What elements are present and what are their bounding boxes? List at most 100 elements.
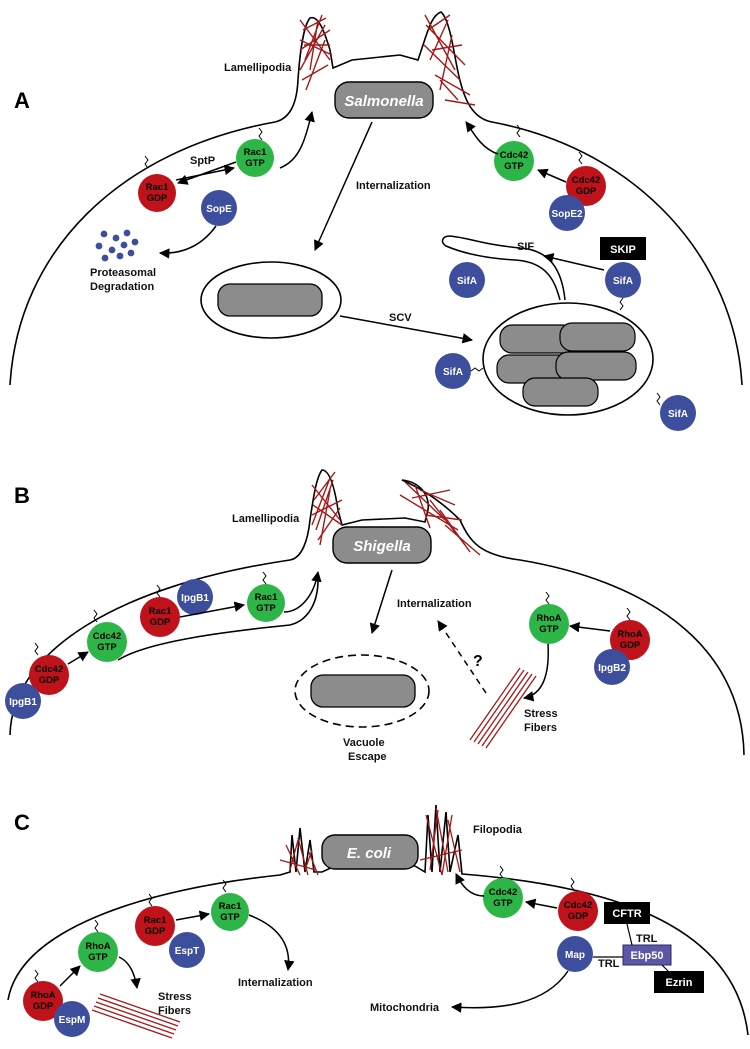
panel-a-lamellipodia-actin-left: [299, 14, 333, 91]
svg-text:GTP: GTP: [220, 912, 240, 923]
arrow-to-scv: [339, 315, 474, 344]
panel-a-membrane: [9, 11, 743, 386]
svg-text:SifA: SifA: [457, 276, 477, 287]
tether: [578, 151, 583, 165]
panel-b-rhoa-gdp: RhoA GDP: [610, 620, 650, 660]
tether: [93, 609, 98, 623]
svg-text:IpgB1: IpgB1: [9, 697, 37, 708]
svg-text:Rac1: Rac1: [244, 147, 267, 158]
arrow-rhoa-to-stress-fibers: [522, 643, 549, 702]
svg-text:SKIP: SKIP: [610, 244, 636, 256]
panel-b-ipgb2: IpgB2: [594, 649, 630, 685]
proteasomal-label-2: Degradation: [90, 281, 154, 293]
panel-c-cdc42-gdp: Cdc42 GDP: [558, 891, 598, 931]
ebp50-box: Ebp50: [622, 944, 672, 966]
arrow-map-to-mitochondria: [450, 970, 569, 1013]
panel-b-rhoa-gtp: RhoA GTP: [529, 604, 569, 644]
svg-text:GTP: GTP: [256, 603, 276, 614]
svg-text:Rac1: Rac1: [219, 901, 242, 912]
svg-text:GDP: GDP: [620, 640, 641, 651]
arrow-stress-fibers-dashed: [437, 620, 487, 694]
arrow-rhoa-gdp-to-gtp: [59, 965, 81, 987]
ebp50-ezrin-link: [661, 964, 669, 972]
arrow-cdc42-gdp-to-gtp: [67, 651, 89, 665]
panel-a-sptp-label: SptP: [190, 155, 215, 167]
panel-b-lamellipodia-label: Lamellipodia: [232, 513, 300, 525]
tether: [545, 591, 550, 605]
panel-b-ipgb1: IpgB1: [5, 683, 41, 719]
trl-label-map: TRL: [598, 958, 620, 970]
svg-text:Rac1: Rac1: [149, 606, 172, 617]
skip-box: SKIP: [600, 237, 646, 260]
panel-c-internalization-label: Internalization: [238, 977, 313, 989]
panel-a-internalization-label: Internalization: [356, 180, 431, 192]
panel-a-sifa: SifA: [449, 262, 485, 298]
panel-c-rac1-gdp: Rac1 GDP: [135, 906, 175, 946]
question-mark: ?: [473, 653, 483, 670]
panel-a-rac1-gdp: Rac1 GDP: [138, 174, 176, 212]
panel-c-espt: EspT: [169, 932, 205, 968]
tether: [626, 607, 631, 621]
panel-c-letter: C: [14, 810, 30, 835]
tether: [516, 124, 521, 138]
svg-text:SifA: SifA: [668, 409, 688, 420]
svg-text:EspT: EspT: [175, 946, 199, 957]
arrow-cdc42-gdp-to-gtp: [537, 168, 567, 183]
panel-a-cdc42-gdp: Cdc42 GDP: [566, 166, 606, 206]
panel-a-sope2: SopE2: [549, 195, 585, 231]
panel-b-cdc42-gdp: Cdc42 GDP: [29, 655, 69, 695]
svg-text:GTP: GTP: [245, 158, 265, 169]
svg-text:Rac1: Rac1: [255, 592, 278, 603]
svg-text:Ezrin: Ezrin: [666, 977, 693, 989]
svg-text:Cdc42: Cdc42: [500, 150, 529, 161]
tether: [34, 642, 39, 656]
panel-b-lamellipodia-actin-right: [399, 481, 481, 556]
panel-b-ipgb1: IpgB1: [177, 579, 213, 615]
svg-text:Map: Map: [565, 950, 585, 961]
tether: [619, 297, 624, 311]
panel-b: B Lamellipodia Shigella IpgB1 Rac1 GDP: [5, 469, 745, 763]
tether: [470, 367, 484, 372]
panel-a: A Lamellipodia Salmonella Rac1 GTP: [9, 11, 743, 431]
svg-text:EspM: EspM: [59, 1015, 86, 1026]
panel-a-sifa: SifA: [660, 395, 696, 431]
panel-a-cdc42-gtp: Cdc42 GTP: [494, 141, 534, 181]
filopodia-label: Filopodia: [473, 824, 523, 836]
svg-text:GTP: GTP: [504, 161, 524, 172]
tether: [258, 127, 263, 141]
panel-c-rhoa-gtp: RhoA GTP: [78, 932, 118, 972]
svg-text:GTP: GTP: [97, 642, 117, 653]
tether: [94, 919, 99, 933]
panel-a-lamellipodia-actin-right: [423, 14, 476, 106]
panel-c-membrane: [7, 804, 749, 1036]
svg-text:Cdc42: Cdc42: [35, 664, 64, 675]
tether: [656, 392, 661, 406]
tether: [262, 571, 267, 585]
arrow-rhoa-gdp-to-gtp: [568, 621, 611, 633]
panel-b-stress-fibers: [469, 667, 537, 749]
arrow-cdc42-to-lamellipodia: [465, 121, 499, 155]
panel-b-stress-label-1: Stress: [524, 708, 558, 720]
panel-b-internalization-label: Internalization: [397, 598, 472, 610]
arrow-rac1-gdp-to-gtp: [179, 601, 246, 618]
proteasomal-label-1: Proteasomal: [90, 267, 156, 279]
panel-a-letter: A: [14, 88, 30, 113]
svg-text:GDP: GDP: [39, 675, 60, 686]
svg-text:GTP: GTP: [88, 952, 108, 963]
mitochondria-label: Mitochondria: [370, 1002, 440, 1014]
shigella-vacuole-escape: [294, 654, 430, 728]
vacuole-label-2: Escape: [348, 751, 387, 763]
tether: [222, 879, 227, 893]
svg-text:GTP: GTP: [493, 898, 513, 909]
svg-text:IpgB2: IpgB2: [598, 663, 626, 674]
arrow-rac1-gdp-to-gtp: [175, 164, 236, 181]
panel-a-lamellipodia-label: Lamellipodia: [224, 62, 292, 74]
svg-text:IpgB1: IpgB1: [181, 593, 209, 604]
svg-text:GDP: GDP: [568, 911, 589, 922]
panel-c-filopodia-actin: [279, 807, 463, 876]
salmonella-label: Salmonella: [344, 93, 423, 110]
svg-text:RhoA: RhoA: [617, 629, 642, 640]
svg-text:RhoA: RhoA: [536, 613, 561, 624]
svg-text:Cdc42: Cdc42: [564, 900, 593, 911]
